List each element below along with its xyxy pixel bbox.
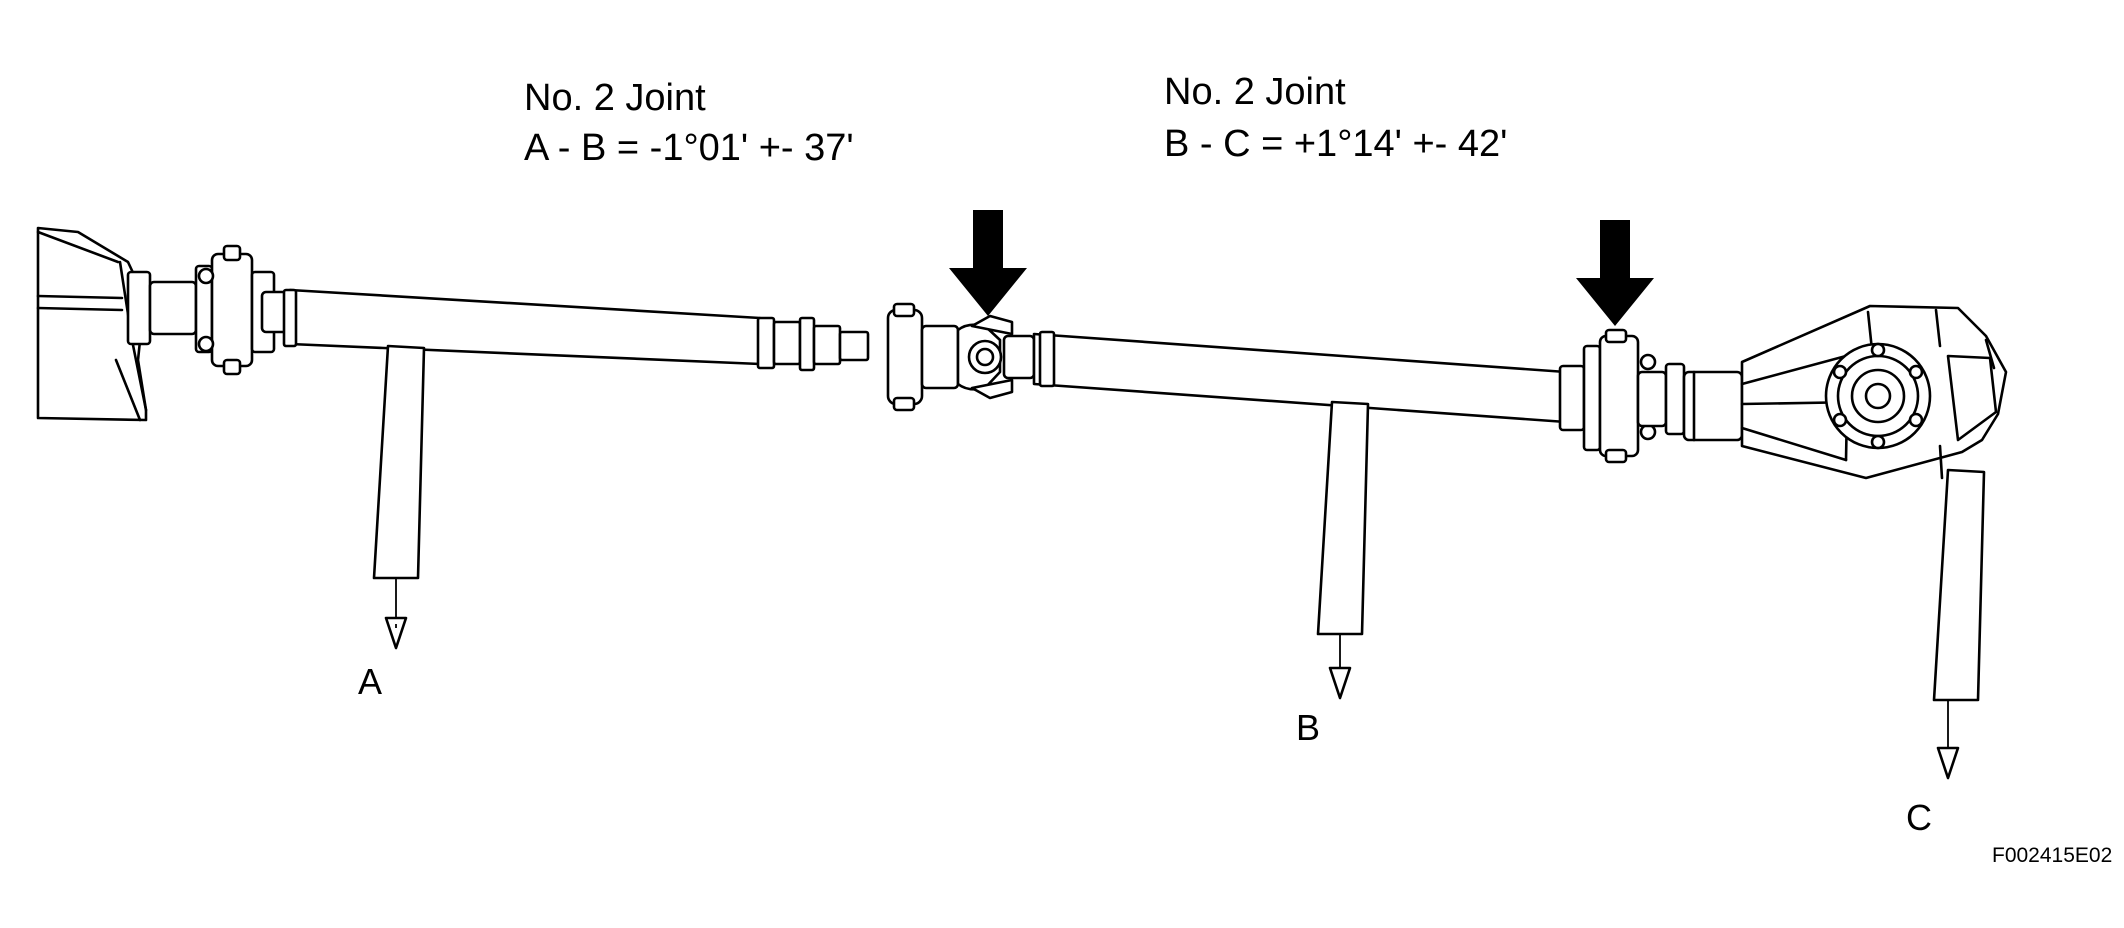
rear-shaft-tube — [1032, 330, 1568, 424]
joint-label-2-formula: B - C = +1°14' +- 42' — [1164, 123, 1507, 165]
center-flange-joint — [886, 302, 1036, 412]
measure-point-c: C — [1906, 797, 1932, 838]
rear-flange-joint — [1558, 328, 1744, 464]
joint-label-1-formula: A - B = -1°01' +- 37' — [524, 127, 854, 169]
joint-label-2-title: No. 2 Joint — [1164, 71, 1346, 113]
down-arrow-icon — [1576, 220, 1654, 326]
front-shaft-tube — [282, 288, 762, 366]
angle-gauge-b — [1316, 400, 1370, 700]
figure-id: F002415E02 — [1992, 844, 2112, 867]
measure-point-b: B — [1296, 707, 1320, 748]
front-flange-joint — [126, 244, 294, 376]
measure-point-a: A — [358, 661, 382, 702]
plumb-bob-icon — [384, 616, 408, 650]
joint-label-1-title: No. 2 Joint — [524, 77, 706, 119]
differential-housing — [1740, 304, 2008, 480]
angle-gauge-a — [372, 344, 426, 650]
angle-gauge-c — [1932, 468, 1986, 780]
down-arrow-icon — [949, 210, 1027, 316]
slip-yoke — [756, 316, 870, 372]
plumb-bob-icon — [1936, 746, 1960, 780]
plumb-bob-icon — [1328, 666, 1352, 700]
